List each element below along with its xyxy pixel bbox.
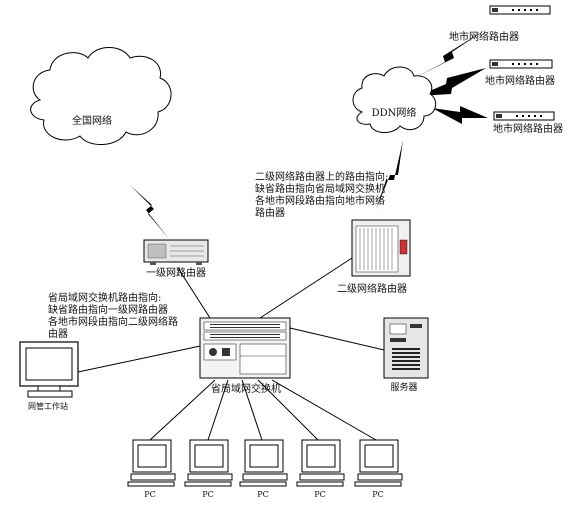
- pc-2: PC: [184, 439, 233, 499]
- level2-router-label: 二级网络路由器: [337, 282, 407, 295]
- pc-1: PC: [127, 439, 176, 499]
- switch-note-line-1: 省局域网交换机路由指向:: [48, 291, 161, 304]
- link-switch-level2: [259, 257, 353, 319]
- link-switch-level1: [177, 267, 211, 319]
- pc-5-label: PC: [372, 490, 384, 499]
- level1-router: 一级网路由器: [143, 239, 209, 279]
- level2-note-line-2: 缺省路由指向省局域网交换机: [255, 182, 385, 195]
- switch-routing-note: 省局域网交换机路由指向: 缺省路由指向一级网路由器 各地市网段由指向二级网络路 …: [48, 291, 178, 340]
- pc-4-label: PC: [314, 490, 326, 499]
- link-switch-pc4: [257, 379, 319, 441]
- city-router-3: 地市网络路由器: [493, 111, 563, 135]
- server: 服务器: [383, 317, 429, 393]
- link-switch-pc1: [149, 379, 216, 441]
- level2-note-line-1: 二级网络路由器上的路由指向:: [255, 170, 388, 183]
- ddn-network-label: DDN网络: [372, 106, 417, 119]
- national-network-cloud: 全国网络: [30, 47, 172, 145]
- national-network-label: 全国网络: [72, 114, 112, 127]
- pc-2-label: PC: [202, 490, 214, 499]
- switch-note-line-2: 缺省路由指向一级网路由器: [48, 303, 168, 316]
- link-switch-pc5: [271, 379, 377, 441]
- pc-3: PC: [239, 439, 288, 499]
- pc-3-label: PC: [257, 490, 269, 499]
- level2-routing-note: 二级网络路由器上的路由指向: 缺省路由指向省局域网交换机 各地市网段路由指向地市…: [255, 170, 388, 219]
- wan-link-ddn-city1: [410, 28, 488, 80]
- city-router-3-label: 地市网络路由器: [493, 122, 563, 135]
- ddn-network-cloud: DDN网络: [352, 66, 437, 133]
- city-router-2-label: 地市网络路由器: [485, 74, 555, 87]
- city-router-1: 地市网络路由器: [449, 5, 551, 43]
- switch-note-line-3: 各地市网段由指向二级网络路: [48, 315, 178, 328]
- wan-link-ddn-city3: [432, 106, 488, 124]
- wan-link-ddn-level2: [376, 140, 403, 210]
- link-switch-pc2: [207, 379, 229, 441]
- pc-5: PC: [354, 439, 403, 499]
- link-switch-server: [289, 327, 385, 351]
- switch-note-line-4: 由器: [48, 327, 68, 340]
- level2-note-line-4: 路由器: [255, 206, 285, 219]
- server-label: 服务器: [390, 381, 417, 393]
- city-router-1-label: 地市网络路由器: [449, 30, 519, 43]
- core-switch-label: 省局域网交换机: [211, 382, 281, 395]
- wan-link-ddn-city2: [418, 68, 486, 96]
- level2-router: 二级网络路由器: [337, 219, 411, 295]
- city-router-2: 地市网络路由器: [485, 59, 555, 87]
- mgmt-workstation-label: 网管工作站: [28, 401, 68, 411]
- pc-1-label: PC: [144, 490, 156, 499]
- link-switch-pc3: [241, 379, 263, 441]
- pc-4: PC: [296, 439, 345, 499]
- mgmt-workstation: 网管工作站: [19, 341, 79, 411]
- wan-link-national: [130, 185, 170, 240]
- core-switch: 省局域网交换机: [199, 317, 291, 395]
- link-switch-workstation: [77, 344, 206, 373]
- level1-router-label: 一级网路由器: [146, 266, 206, 279]
- level2-note-line-3: 各地市网段路由指向地市网络: [255, 194, 385, 207]
